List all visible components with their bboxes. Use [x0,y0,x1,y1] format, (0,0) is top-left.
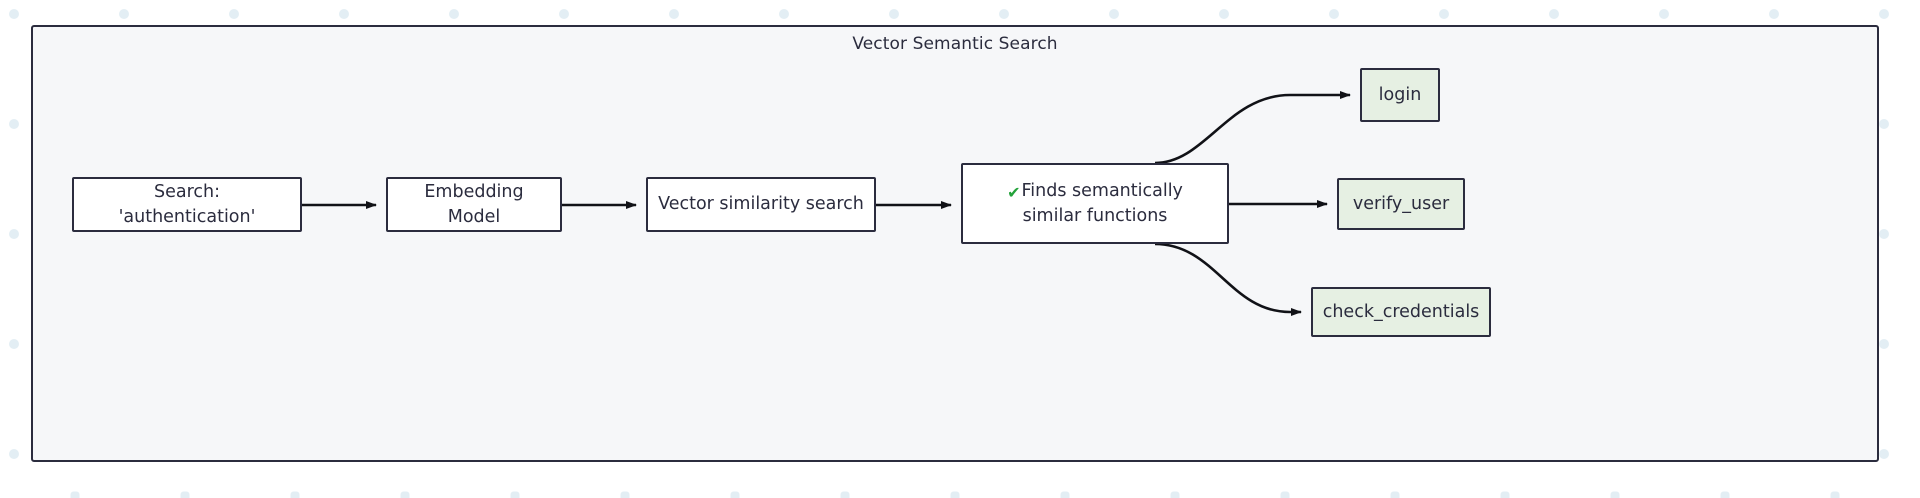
node-finds-similar-functions-label: ✔Finds semantically similar functions [1007,179,1183,229]
node-result-login-label: login [1378,84,1422,105]
node-result-verify-user[interactable]: verify_user [1337,178,1465,230]
node-search-query-label: Search: 'authentication' [118,181,256,227]
node-result-login[interactable]: login [1360,68,1440,122]
node-search-query[interactable]: Search: 'authentication' [72,177,302,232]
white-check-mark-icon: ✔ [1007,182,1021,202]
node-result-verify-user-label: verify_user [1352,193,1450,214]
subgraph-title: Vector Semantic Search [852,34,1058,54]
node-result-check-credentials[interactable]: check_credentials [1311,287,1491,337]
subgraph-vector-semantic-search: Vector Semantic Search [31,25,1879,462]
node-finds-similar-functions[interactable]: ✔Finds semantically similar functions [961,163,1229,244]
node-result-check-credentials-label: check_credentials [1322,301,1480,322]
node-vector-similarity-search[interactable]: Vector similarity search [646,177,876,232]
edge-finds-to-check [1154,242,1302,316]
node-embedding-model-label: Embedding Model [424,181,524,227]
node-embedding-model[interactable]: Embedding Model [386,177,562,232]
edge-finds-to-login [1154,91,1351,165]
node-finds-similar-functions-text: Finds semantically similar functions [1021,180,1183,226]
node-vector-similarity-search-label: Vector similarity search [658,194,864,215]
